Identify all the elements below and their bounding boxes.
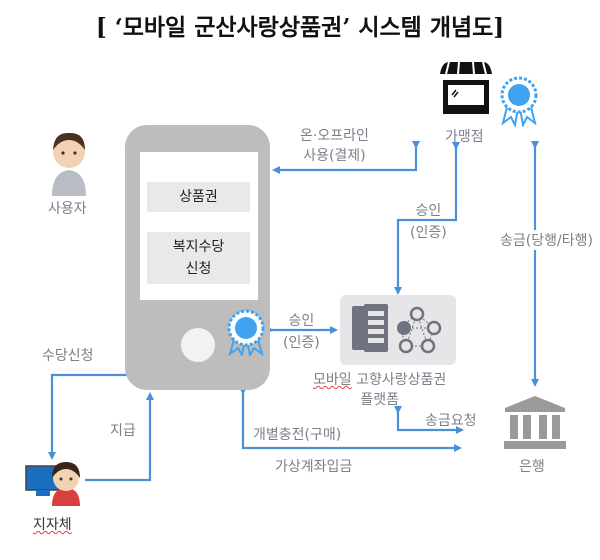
gift-voucher-button[interactable]: 상품권 — [147, 182, 250, 212]
payment-label: 지급 — [110, 423, 136, 439]
bank-icon — [504, 396, 566, 449]
charge-label: 개별충전(구매) — [253, 427, 342, 443]
platform-label-mobile: 모바일 — [313, 372, 352, 388]
user-icon — [52, 132, 86, 196]
approve-merchant-label: 승인 (인증) — [410, 200, 447, 244]
certification-badge-icon — [227, 309, 265, 356]
platform-label: 모바일 고향사랑상품권 플랫폼 — [313, 370, 446, 410]
apply-label: 수당신청 — [42, 348, 94, 364]
approve2-line2: (인증) — [283, 335, 320, 351]
approve-arrow-merchant — [394, 142, 460, 295]
local-government-icon — [25, 462, 80, 506]
approve2-line1: 승인 — [288, 313, 315, 329]
merchant-badge-icon — [500, 76, 538, 127]
server-network-icon — [352, 304, 442, 354]
use-label-line1: 온·오프라인 — [300, 128, 369, 144]
deposit-label: 가상계좌입금 — [275, 459, 353, 475]
welfare-allowance-button[interactable]: 복지수당 신청 — [147, 232, 250, 284]
charge-arrow — [239, 387, 462, 452]
platform-label-line2: 플랫폼 — [360, 392, 399, 408]
use-label-line2: 사용(결제) — [303, 148, 366, 164]
welfare-line2: 신청 — [185, 261, 212, 277]
approve-line2: (인증) — [410, 225, 447, 241]
user-label: 사용자 — [48, 201, 87, 217]
approve-phone-label: 승인 (인증) — [283, 310, 320, 354]
merchant-label: 가맹점 — [445, 129, 484, 145]
local-gov-text: 지자체 — [33, 517, 72, 533]
platform-label-name: 고향사랑상품권 — [356, 372, 447, 388]
bank-label: 은행 — [519, 459, 545, 475]
welfare-line1: 복지수당 — [172, 239, 225, 255]
page-title: [ ‘모바일 군산사랑상품권’ 시스템 개념도] — [95, 14, 505, 41]
transfer-label: 송금(당행/타행) — [500, 230, 593, 250]
apply-arrow — [48, 373, 128, 460]
payment-arrow — [85, 392, 154, 482]
home-button — [181, 328, 215, 362]
approve-line1: 승인 — [415, 203, 442, 219]
local-gov-label: 지자체 — [33, 514, 72, 534]
store-icon — [440, 61, 492, 114]
transfer-request-label: 송금요청 — [425, 413, 477, 429]
use-label: 온·오프라인 사용(결제) — [300, 126, 369, 166]
